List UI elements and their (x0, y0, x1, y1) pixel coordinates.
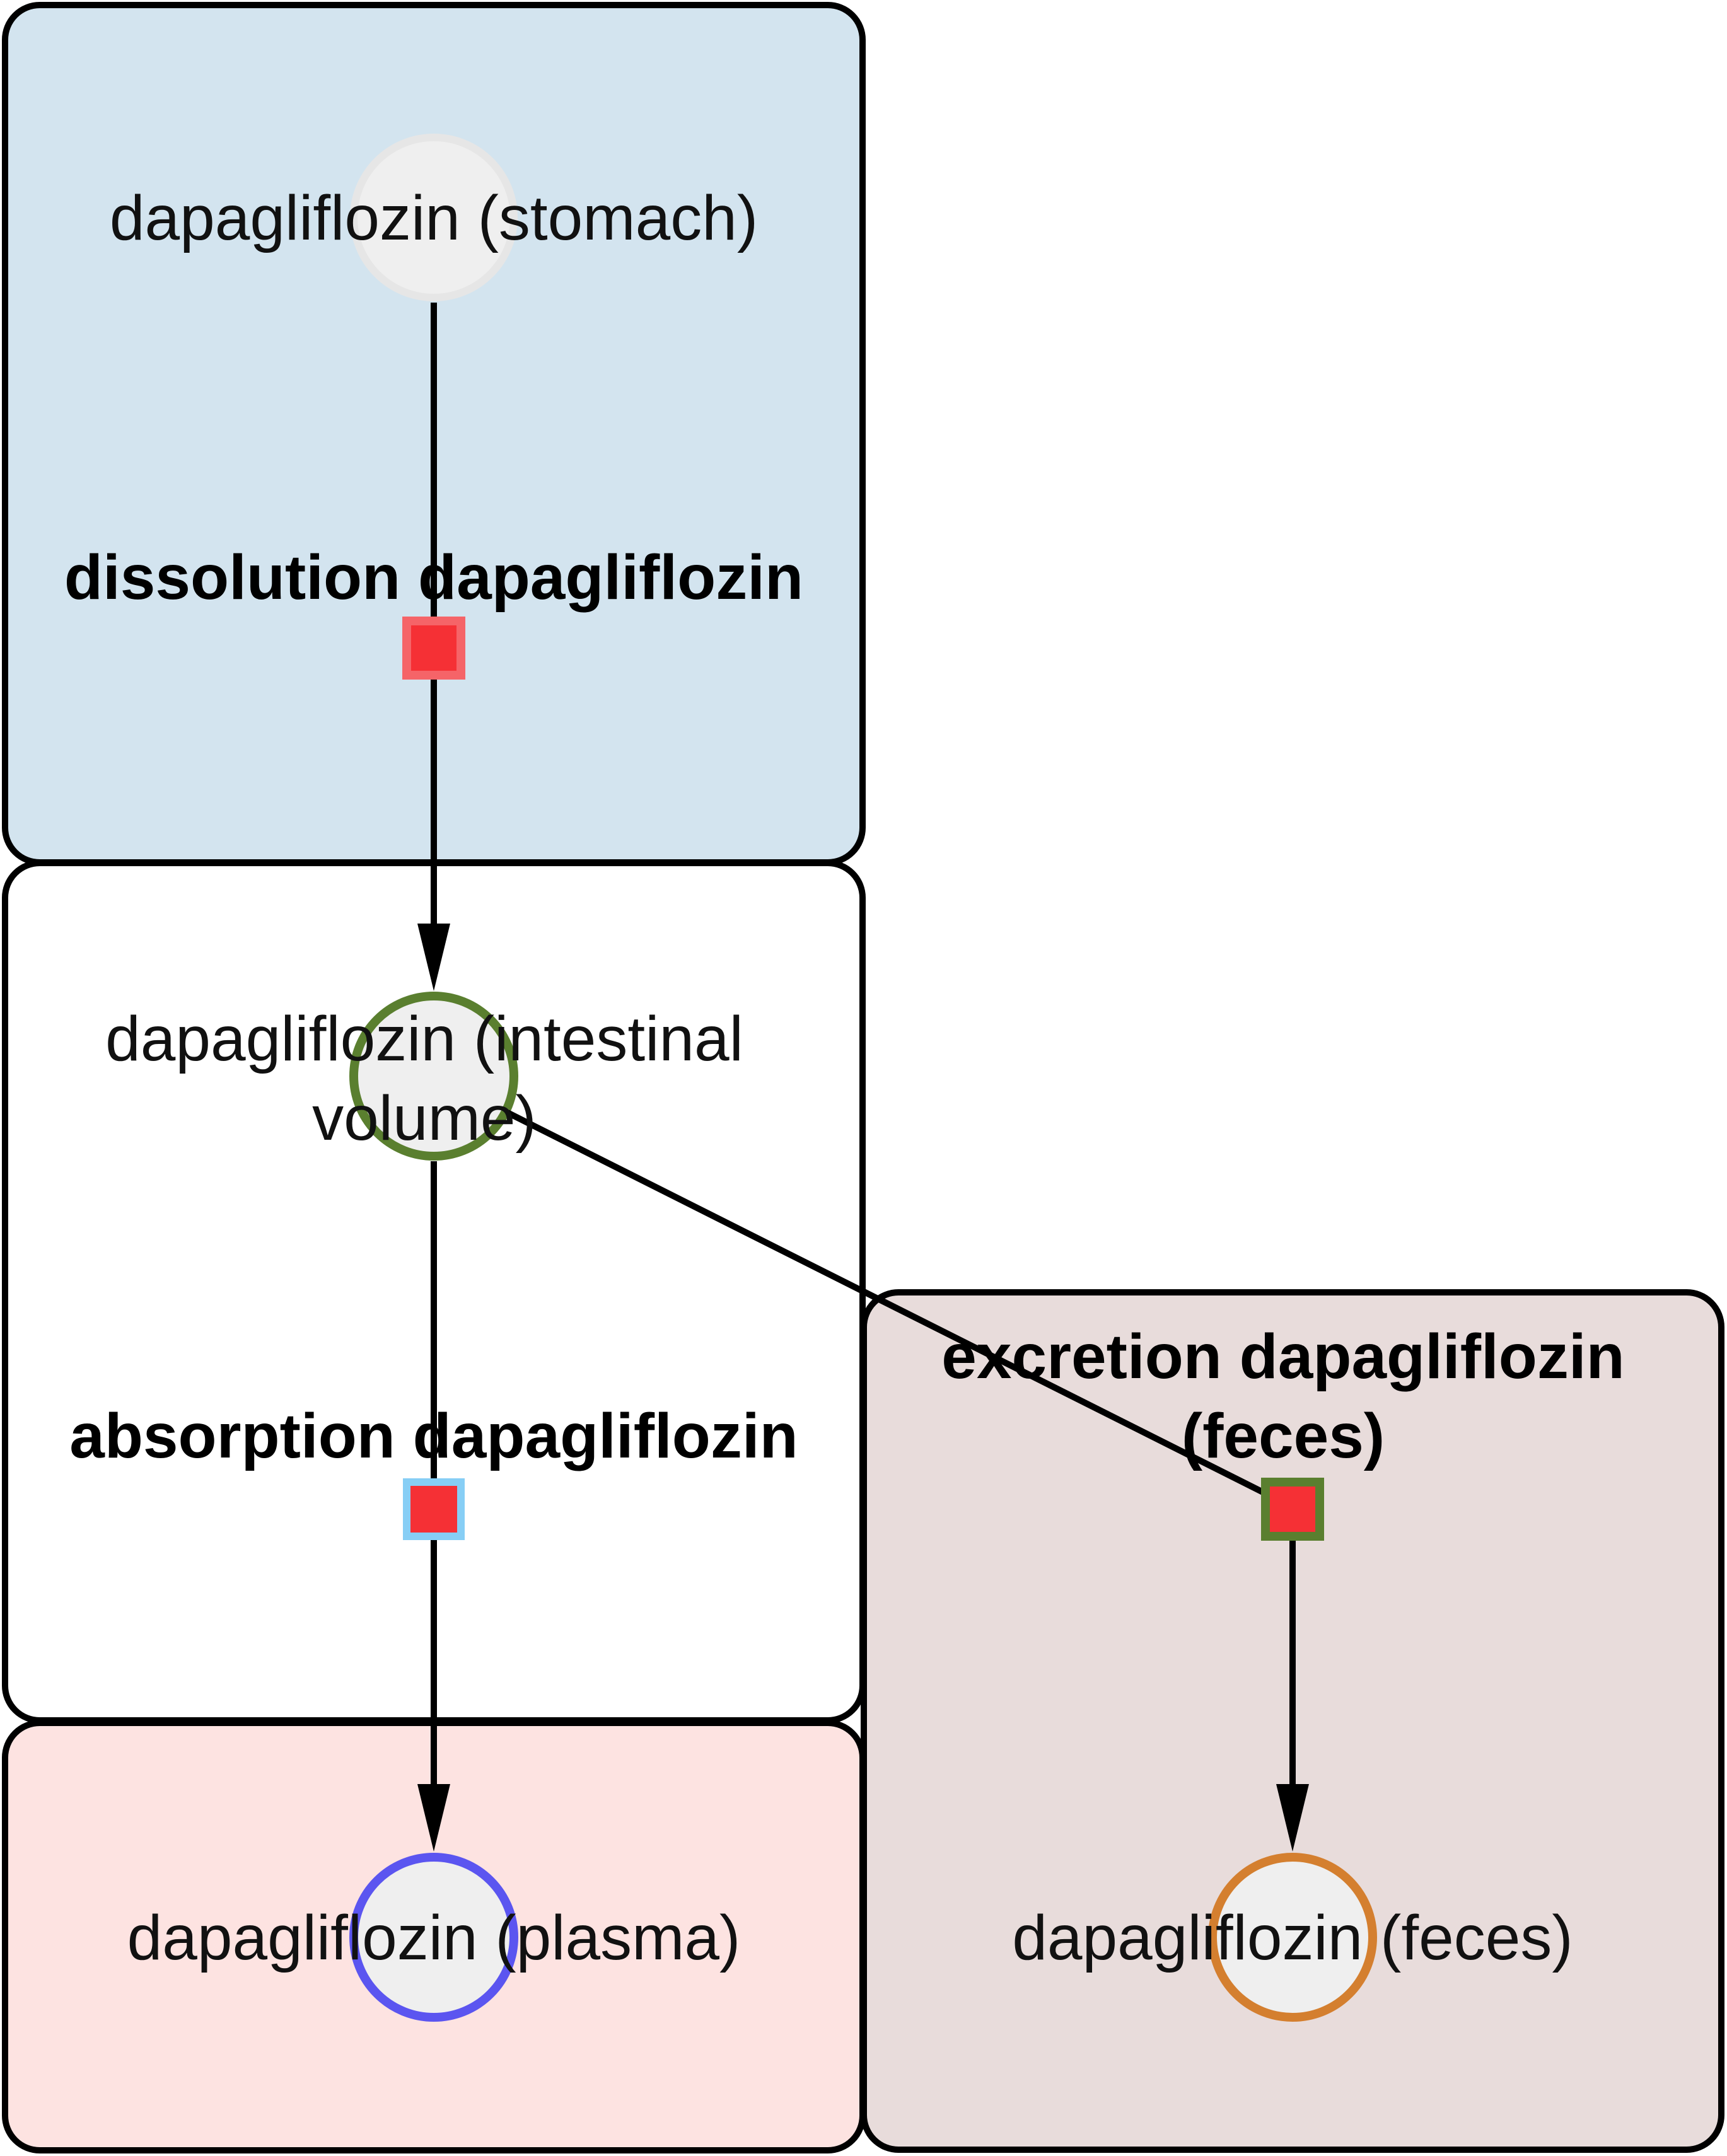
reaction-node-excretion[interactable] (1261, 1478, 1324, 1541)
species-node-feces[interactable] (1208, 1853, 1377, 2022)
species-label-plasma: dapagliflozin (plasma) (127, 1903, 741, 1973)
species-label-intestine-line2: volume) (312, 1083, 537, 1154)
species-nodes (349, 134, 1377, 2022)
edge-intestine-to-excretion (506, 1110, 1266, 1496)
arrowhead-plasma (417, 1784, 450, 1852)
edges (417, 303, 1309, 1852)
species-node-stomach[interactable] (350, 134, 518, 301)
species-label-feces: dapagliflozin (feces) (1012, 1903, 1573, 1973)
reaction-node-absorption[interactable] (403, 1478, 465, 1540)
reaction-label-excretion-line2: (feces) (1182, 1401, 1385, 1471)
reaction-node-dissolution[interactable] (402, 617, 465, 680)
reaction-label-absorption: absorption dapagliflozin (69, 1401, 798, 1471)
species-label-stomach: dapagliflozin (stomach) (110, 183, 758, 253)
species-node-intestine[interactable] (349, 992, 518, 1161)
reaction-label-dissolution: dissolution dapagliflozin (64, 542, 803, 613)
reaction-label-excretion-line1: excretion dapagliflozin (941, 1321, 1625, 1392)
arrowhead-intestine (417, 924, 450, 991)
reaction-nodes (402, 617, 1324, 1541)
labels: dapagliflozin (stomach) dissolution dapa… (64, 183, 1625, 1973)
arrowhead-feces (1276, 1784, 1309, 1852)
species-label-intestine-line1: dapagliflozin (intestinal (105, 1004, 743, 1074)
species-node-plasma[interactable] (349, 1853, 518, 2022)
